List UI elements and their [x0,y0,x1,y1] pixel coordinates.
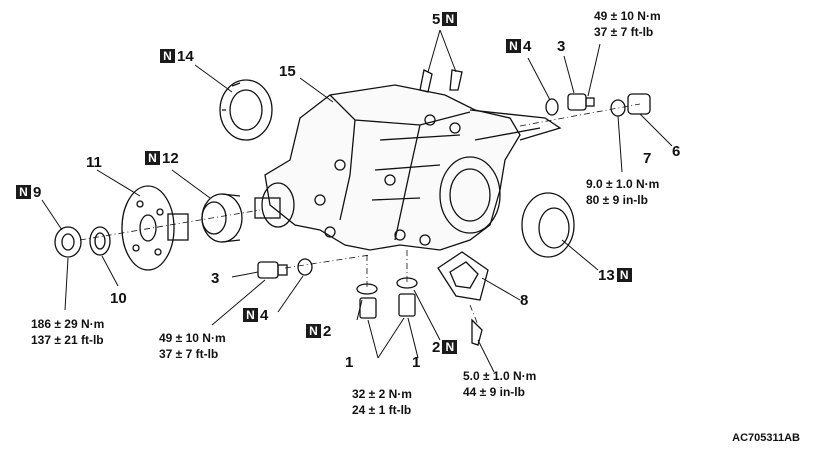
vent-plug-6-7 [610,93,651,117]
lock-nut-9 [54,226,82,258]
label-part-7: 7 [643,150,652,167]
label-part-15: 15 [279,63,296,80]
label-part-3-top: 3 [557,38,566,55]
plugs-1 [359,293,416,319]
label-part-1-right: 1 [412,354,421,371]
filler-plug-3-top [567,93,595,111]
label-part-1-left: 1 [345,354,354,371]
bracket-bolt [471,318,483,346]
oil-seal-14 [219,79,273,141]
leader-lines [41,29,673,373]
gasket-4-left [297,258,313,276]
oil-seal-12 [201,193,243,243]
center-lines [79,103,641,326]
label-part-6: 6 [672,143,681,160]
drain-plug-3-left [257,261,288,279]
label-part-11: 11 [86,154,102,171]
differential-carrier-housing [254,84,521,251]
companion-flange-11 [121,185,189,271]
gasket-4-top [545,98,559,116]
washer-10 [89,226,111,256]
figure-code: AC705311AB [732,432,800,444]
breather-plugs-5 [419,69,463,93]
oil-seal-13 [521,192,575,258]
bracket-8 [437,251,489,301]
label-part-3-left: 3 [211,270,220,287]
side-extension-housing [469,109,562,141]
label-part-10: 10 [110,290,127,307]
label-part-8: 8 [520,292,529,309]
